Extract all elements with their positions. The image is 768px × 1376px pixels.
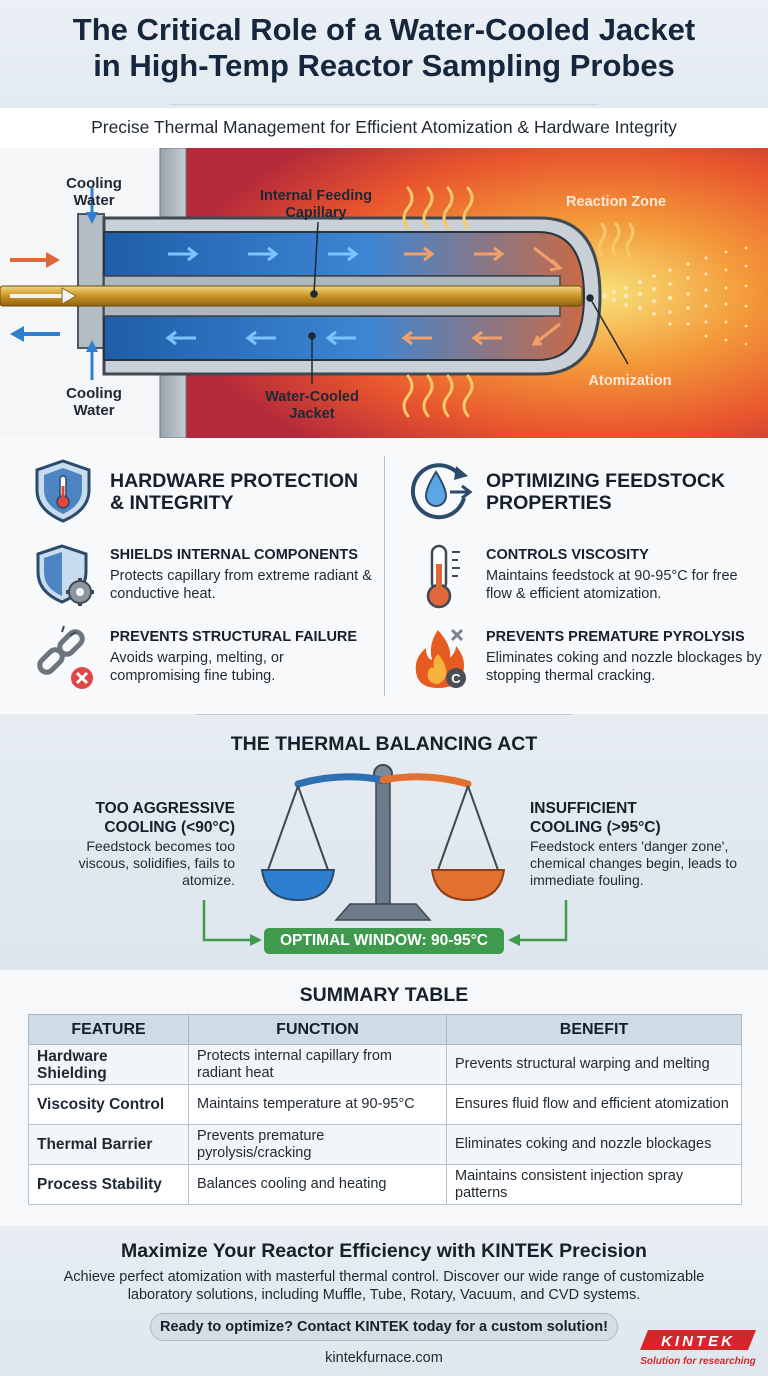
summary-title: SUMMARY TABLE	[299, 984, 469, 1006]
table-row: Viscosity Control Maintains temperature …	[28, 1084, 742, 1125]
page-title-line-2: in High-Temp Reactor Sampling Probes	[93, 48, 675, 83]
water-return-arrow-icon	[10, 326, 24, 342]
feed-arrows	[10, 252, 78, 342]
column-header-function: FUNCTION	[188, 1014, 447, 1045]
logo-tagline: Solution for researching	[640, 1356, 756, 1367]
benefit-cards: HARDWARE PROTECTION & INTEGRITY SHIELDS …	[0, 438, 768, 714]
cell-benefit: Eliminates coking and nozzle blockages	[446, 1124, 742, 1165]
probe-flange	[77, 213, 105, 349]
footer-title: Maximize Your Reactor Efficiency with KI…	[121, 1240, 647, 1262]
thermometer-icon	[426, 544, 460, 609]
item-text-viscosity: Maintains feedstock at 90-95°C for free …	[486, 568, 738, 602]
cell-function: Protects internal capillary from radiant…	[188, 1044, 447, 1085]
insufficient-title-line-1: INSUFFICIENT	[530, 800, 637, 817]
table-row: Thermal Barrier Prevents premature pyrol…	[28, 1124, 742, 1165]
cell-function: Balances cooling and heating	[188, 1164, 447, 1205]
column-header-benefit: BENEFIT	[446, 1014, 742, 1045]
table-header-row: FEATURE FUNCTION BENEFIT	[28, 1014, 742, 1045]
item-text-shields: Protects capillary from extreme radiant …	[110, 568, 372, 602]
page-title: The Critical Role of a Water-Cooled Jack…	[0, 12, 768, 84]
cell-function: Maintains temperature at 90-95°C	[188, 1084, 447, 1125]
column-header-feature: FEATURE	[28, 1014, 189, 1045]
card-heading-line-2: & INTEGRITY	[110, 492, 234, 514]
shield-thermometer-icon	[35, 459, 91, 523]
cooling-water-inlet-arrow-icon	[86, 212, 98, 224]
page-title-line-1: The Critical Role of a Water-Cooled Jack…	[72, 12, 696, 47]
item-title-structural: PREVENTS STRUCTURAL FAILURE	[110, 629, 358, 645]
card-hardware-protection: HARDWARE PROTECTION & INTEGRITY SHIELDS …	[0, 438, 384, 714]
cell-benefit: Ensures fluid flow and efficient atomiza…	[446, 1084, 742, 1125]
card-heading-line-1: HARDWARE PROTECTION	[110, 470, 359, 492]
header-divider	[170, 104, 598, 105]
item-title-viscosity: CONTROLS VISCOSITY	[486, 547, 649, 563]
leader-lines	[308, 221, 629, 384]
summary-table: FEATURE FUNCTION BENEFIT Hardware Shield…	[28, 1014, 742, 1205]
too-aggressive-title-line-1: TOO AGGRESSIVE	[95, 800, 235, 817]
card-feedstock-properties: OPTIMIZING FEEDSTOCK PROPERTIES CONTROLS…	[384, 438, 768, 714]
subtitle-band	[0, 108, 768, 148]
cell-feature: Viscosity Control	[28, 1084, 189, 1125]
insufficient-title: INSUFFICIENT COOLING (>95°C)	[530, 799, 661, 837]
cell-feature: Hardware Shielding	[28, 1044, 189, 1085]
heat-waves	[402, 186, 635, 418]
cell-feature: Thermal Barrier	[28, 1124, 189, 1165]
optimal-window-badge: OPTIMAL WINDOW: 90-95°C	[264, 928, 504, 954]
contact-cta-button[interactable]: Ready to optimize? Contact KINTEK today …	[150, 1313, 618, 1341]
droplet-cycle-icon	[410, 463, 473, 520]
hot-inlet-arrow-icon	[46, 252, 60, 268]
feeding-capillary	[0, 285, 583, 307]
table-row: Process Stability Balances cooling and h…	[28, 1164, 742, 1205]
insufficient-text: Feedstock enters 'danger zone', chemical…	[530, 838, 738, 888]
cell-function: Prevents premature pyrolysis/cracking	[188, 1124, 447, 1165]
header: The Critical Role of a Water-Cooled Jack…	[0, 0, 768, 108]
kintek-logo: KINTEK Solution for researching	[640, 1330, 756, 1367]
balancing-divider	[196, 714, 572, 715]
cell-benefit: Maintains consistent injection spray pat…	[446, 1164, 742, 1205]
balance-scale-icon	[202, 764, 568, 946]
cooling-water-outlet-arrow-icon	[86, 340, 98, 352]
broken-chain-icon	[37, 625, 93, 689]
page-subtitle: Precise Thermal Management for Efficient…	[91, 117, 677, 137]
cell-feature: Process Stability	[28, 1164, 189, 1205]
item-title-shields: SHIELDS INTERNAL COMPONENTS	[110, 547, 358, 563]
cell-benefit: Prevents structural warping and melting	[446, 1044, 742, 1085]
flame-carbon-icon: C	[415, 628, 466, 688]
footer-text: Achieve perfect atomization with masterf…	[63, 1269, 705, 1303]
logo-wordmark: KINTEK	[661, 1333, 735, 1350]
jacket-flow-arrows	[165, 246, 564, 346]
shield-gear-icon	[36, 544, 94, 606]
label-atomization: Atomization	[589, 373, 672, 389]
insufficient-title-line-2: COOLING (>95°C)	[530, 819, 661, 836]
too-aggressive-text: Feedstock becomes too viscous, solidifie…	[78, 838, 235, 888]
svg-text:C: C	[451, 671, 461, 686]
card-heading-hardware: HARDWARE PROTECTION & INTEGRITY	[110, 470, 358, 514]
table-row: Hardware Shielding Protects internal cap…	[28, 1044, 742, 1085]
balancing-title: THE THERMAL BALANCING ACT	[230, 733, 538, 755]
card-heading-line-1: OPTIMIZING FEEDSTOCK	[486, 470, 726, 492]
card-heading-feedstock: OPTIMIZING FEEDSTOCK PROPERTIES	[486, 470, 725, 514]
card-heading-line-2: PROPERTIES	[486, 492, 612, 514]
feedstock-arrow-icon	[61, 287, 78, 305]
atomization-spray	[601, 246, 748, 346]
item-text-structural: Avoids warping, melting, or compromising…	[110, 650, 284, 684]
too-aggressive-title-line-2: COOLING (<90°C)	[104, 819, 235, 836]
cards-divider	[384, 456, 385, 696]
too-aggressive-title: TOO AGGRESSIVE COOLING (<90°C)	[95, 799, 235, 837]
item-title-pyrolysis: PREVENTS PREMATURE PYROLYSIS	[486, 629, 745, 645]
website-link[interactable]: kintekfurnace.com	[325, 1350, 443, 1366]
item-text-pyrolysis: Eliminates coking and nozzle blockages b…	[486, 650, 762, 684]
label-reaction-zone: Reaction Zone	[566, 194, 666, 210]
footer	[0, 1226, 768, 1376]
